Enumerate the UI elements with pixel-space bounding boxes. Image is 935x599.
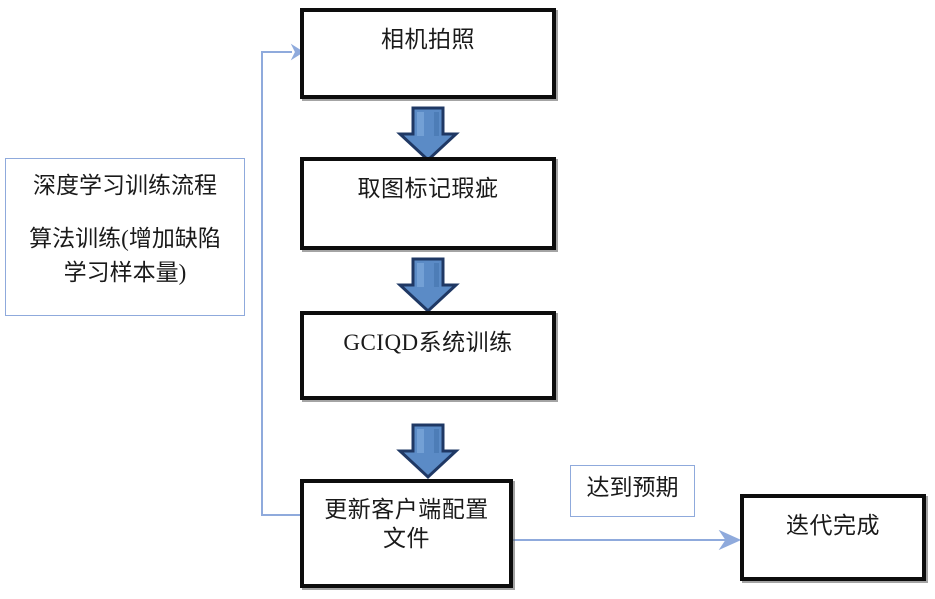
side-panel-line-1: 深度学习训练流程 [33, 173, 217, 198]
node-iteration-done[interactable]: 迭代完成 [740, 494, 926, 581]
node-gciqd-training-label: GCIQD系统训练 [343, 330, 513, 355]
side-panel-line-3: 学习样本量) [63, 260, 187, 285]
node-update-client-config[interactable]: 更新客户端配置 文件 [300, 479, 513, 588]
side-panel-training-notes: 深度学习训练流程 算法训练(增加缺陷 学习样本量) [5, 158, 245, 316]
node-mark-defects-label: 取图标记瑕疵 [357, 176, 499, 201]
side-panel-line-2: 算法训练(增加缺陷 [29, 226, 221, 251]
arrow-training-to-update [396, 423, 460, 480]
arrow-capture-to-mark [396, 106, 460, 163]
node-gciqd-training[interactable]: GCIQD系统训练 [300, 311, 556, 400]
node-mark-defects[interactable]: 取图标记瑕疵 [300, 157, 556, 250]
edge-label-meets-expectation-text: 达到预期 [586, 475, 679, 500]
node-camera-capture[interactable]: 相机拍照 [300, 8, 556, 99]
arrow-mark-to-training [396, 257, 460, 314]
node-camera-capture-label: 相机拍照 [381, 27, 475, 52]
arrow-update-to-done [513, 529, 742, 551]
edge-label-meets-expectation: 达到预期 [570, 465, 695, 517]
arrow-feedback-loop [261, 43, 304, 516]
node-iteration-done-label: 迭代完成 [786, 513, 880, 538]
node-update-client-config-label: 更新客户端配置 文件 [324, 497, 489, 551]
